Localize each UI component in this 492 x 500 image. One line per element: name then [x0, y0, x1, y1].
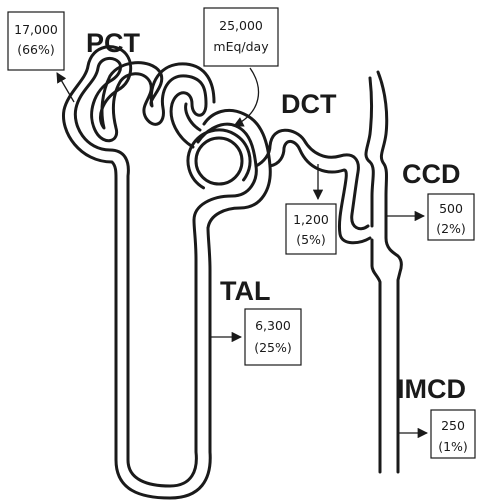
- ccd-reabsorption-box: 500 (2%): [427, 193, 475, 241]
- pct-arrow: [56, 72, 75, 103]
- nephron-tubule: [62, 45, 403, 500]
- filtered-amount: 25,000: [219, 18, 263, 33]
- ccd-amount: 500: [439, 201, 463, 216]
- tal-amount: 6,300: [255, 318, 291, 333]
- collecting-duct-left-wall: [364, 76, 382, 474]
- pct-label: PCT: [86, 28, 141, 58]
- pct-reabsorption-box: 17,000 (66%): [7, 11, 65, 71]
- imcd-reabsorption-box: 250 (1%): [430, 409, 476, 459]
- dct-amount: 1,200: [293, 212, 329, 227]
- imcd-label: IMCD: [397, 374, 466, 404]
- tal-reabsorption-box: 6,300 (25%): [244, 308, 302, 366]
- pct-inner-wall: [62, 45, 216, 500]
- dct-outer-wall: [254, 128, 370, 231]
- filtered-load-box: 25,000 mEq/day: [203, 7, 279, 67]
- dct-label: DCT: [281, 89, 337, 119]
- glomerulus: [194, 136, 244, 186]
- dct-reabsorption-box: 1,200 (5%): [285, 203, 337, 255]
- pct-outer-wall: [73, 57, 208, 488]
- pct-amount: 17,000: [14, 22, 58, 37]
- tal-label: TAL: [220, 276, 270, 306]
- dct-percent: (5%): [296, 232, 326, 247]
- pct-percent: (66%): [17, 42, 55, 57]
- collecting-duct-right-wall: [376, 70, 403, 474]
- imcd-amount: 250: [441, 418, 465, 433]
- tal-percent: (25%): [254, 340, 292, 355]
- ccd-label: CCD: [402, 159, 461, 189]
- dct-inner-wall: [268, 140, 372, 245]
- ccd-percent: (2%): [436, 221, 466, 236]
- filtered-load-arrow: [233, 67, 259, 127]
- imcd-percent: (1%): [438, 439, 468, 454]
- filtered-unit: mEq/day: [213, 39, 269, 54]
